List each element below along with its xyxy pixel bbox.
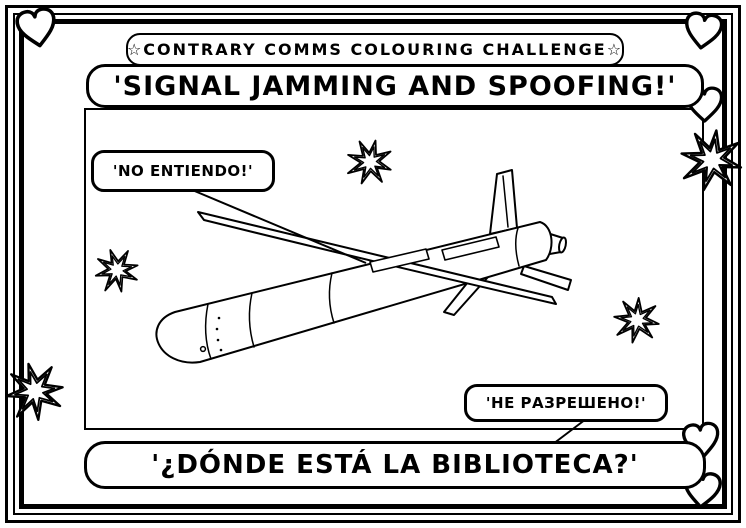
frame-border-middle <box>13 13 733 515</box>
page-title-banner: 'SIGNAL JAMMING AND SPOOFING!' <box>86 64 704 108</box>
starburst-icon <box>89 243 144 298</box>
speech-tail-left <box>177 183 367 264</box>
starburst-icon <box>0 357 69 426</box>
speech-bubble-left-text: 'NO ENTIENDO!' <box>112 162 254 180</box>
challenge-title-text: ☆CONTRARY COMMS COLOURING CHALLENGE☆ <box>126 40 624 59</box>
rivet-dot <box>219 348 223 352</box>
heart-icon <box>681 10 725 52</box>
rivet-dot <box>216 338 220 342</box>
frame-border-outer <box>5 5 741 523</box>
caption-banner: '¿DÓNDE ESTÁ LA BIBLIOTECA?' <box>84 441 706 489</box>
missile-nose-sensor <box>199 345 207 353</box>
rivet-dot <box>217 316 221 320</box>
missile-panel-line <box>204 303 212 360</box>
rivet-dot <box>215 327 219 331</box>
missile-hatch <box>441 236 500 261</box>
missile-hatch <box>369 248 430 273</box>
starburst-icon <box>673 123 746 198</box>
starburst-icon <box>340 132 399 192</box>
starburst-icon <box>610 294 663 347</box>
missile-wings <box>197 211 557 305</box>
speech-bubble-right-text: 'НЕ РАЗРЕШЕНО!' <box>485 394 647 412</box>
caption-text: '¿DÓNDE ESTÁ LA BIBLIOTECA?' <box>151 450 639 480</box>
challenge-title-banner: ☆CONTRARY COMMS COLOURING CHALLENGE☆ <box>126 33 624 66</box>
missile-panel-line <box>328 272 335 324</box>
missile-rudder-line <box>502 175 509 228</box>
page-title-text: 'SIGNAL JAMMING AND SPOOFING!' <box>113 70 677 102</box>
missile-illustration <box>155 169 572 364</box>
missile-exhaust-nozzle <box>557 236 568 254</box>
frame-border-inner <box>19 19 727 509</box>
missile-panel-line <box>515 227 520 267</box>
speech-bubble-left: 'NO ENTIENDO!' <box>91 150 275 192</box>
speech-bubble-right: 'НЕ РАЗРЕШЕНО!' <box>464 384 668 422</box>
missile-panel-line <box>248 292 255 348</box>
heart-icon <box>13 5 60 51</box>
missile-tailfin-right <box>520 265 572 291</box>
